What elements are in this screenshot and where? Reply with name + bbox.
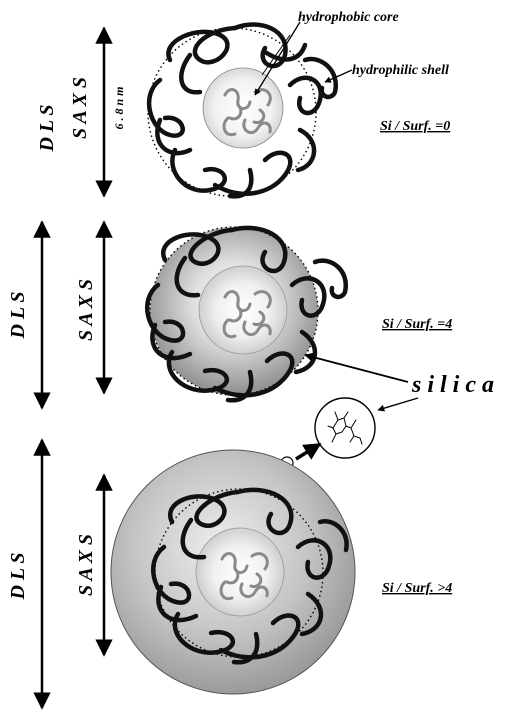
silica-pointer-particle (378, 398, 418, 410)
ratio-label-2: Si / Surf. =4 (382, 317, 452, 332)
saxs-label-1: S A X S (69, 77, 91, 139)
hydrophilic-shell-label: hydrophilic shell (352, 63, 449, 78)
silica-label: s i l i c a (411, 372, 494, 398)
dls-label-2: D L S (7, 291, 29, 339)
silica-inset (281, 398, 375, 469)
silica-pointer-shell (305, 355, 408, 382)
panel-3: D L S S A X S Si / Surf. >4 (7, 440, 452, 708)
size-label: 6 . 8 n m (112, 86, 126, 129)
hydrophobic-core-label: hydrophobic core (298, 10, 399, 25)
ratio-label-3: Si / Surf. >4 (382, 581, 452, 596)
shell-pointer (325, 70, 352, 82)
saxs-label-3: S A X S (75, 534, 97, 596)
saxs-label-2: S A X S (75, 279, 97, 341)
ratio-label-1: Si / Surf. =0 (380, 119, 450, 134)
dls-label-3: D L S (7, 552, 29, 600)
zoom-arrow (296, 444, 320, 459)
panel-1: D L S S A X S 6 . 8 n m (36, 10, 450, 196)
dls-label-1: D L S (36, 104, 58, 152)
panel-2: D L S S A X S Si / Surf. =4 s i l i (7, 222, 494, 410)
